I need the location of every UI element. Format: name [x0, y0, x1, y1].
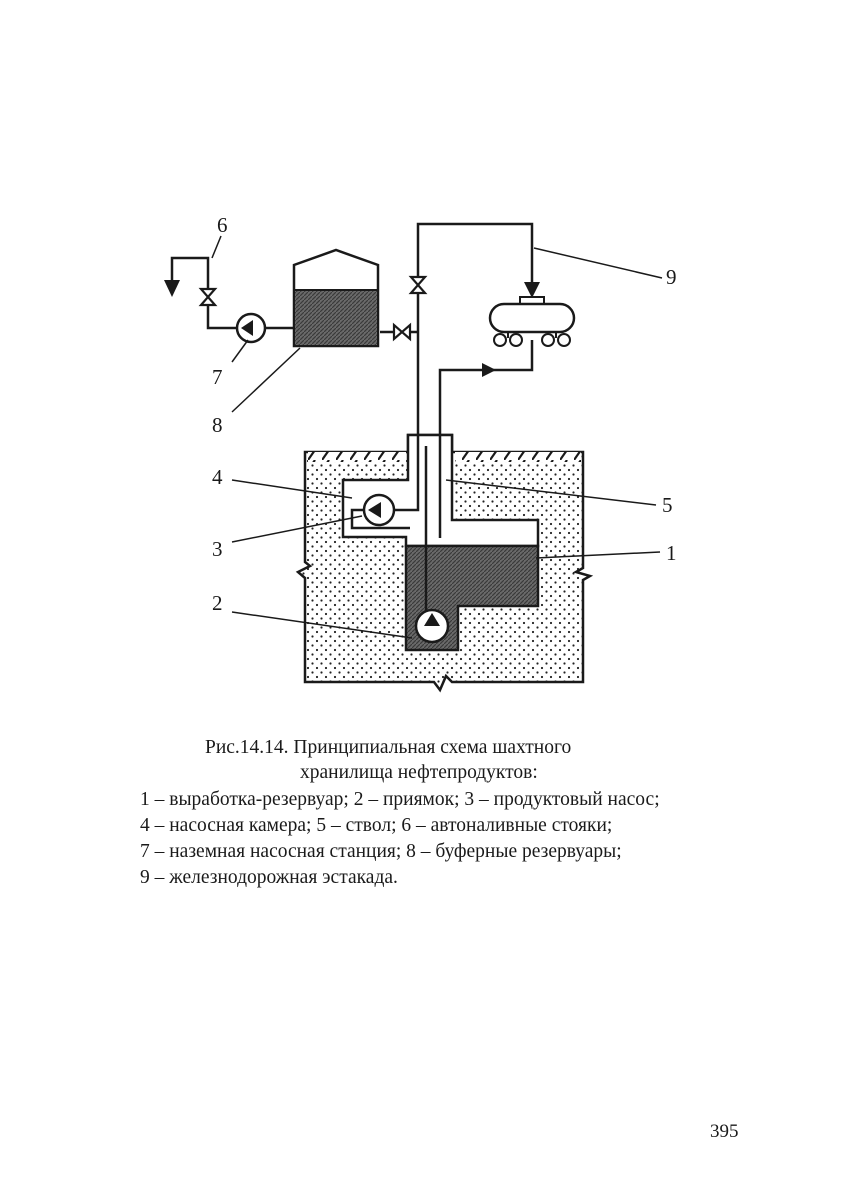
rail-tank-car	[490, 297, 574, 346]
product-pump	[364, 495, 394, 525]
flow-arrow-return	[482, 363, 496, 377]
label-3: 3	[212, 537, 223, 561]
ground-surface-left	[308, 452, 406, 462]
label-4: 4	[212, 465, 223, 489]
caption-legend-line-4: 9 – железнодорожная эстакада.	[140, 866, 398, 890]
label-7: 7	[212, 365, 223, 389]
label-5: 5	[662, 493, 673, 517]
label-9: 9	[666, 265, 677, 289]
valve-buffer-tank	[394, 325, 410, 339]
ground-surface-right	[455, 452, 581, 462]
label-1: 1	[666, 541, 677, 565]
label-8: 8	[212, 413, 223, 437]
caption-legend-line-2: 4 – насосная камера; 5 – ствол; 6 – авто…	[140, 814, 612, 838]
buffer-tank	[294, 250, 378, 346]
caption-legend-line-1: 1 – выработка-резервуар; 2 – приямок; 3 …	[140, 788, 660, 812]
label-2: 2	[212, 591, 223, 615]
label-6: 6	[217, 213, 228, 237]
sump-pump	[416, 610, 448, 642]
flow-arrow-filling	[164, 280, 180, 297]
surface-pump-station	[237, 314, 265, 342]
caption-title-line-2: хранилища нефтепродуктов:	[300, 761, 538, 785]
valve-filling-rack	[201, 289, 215, 305]
caption-legend-line-3: 7 – наземная насосная станция; 8 – буфер…	[140, 840, 622, 864]
flow-arrow-down-trestle	[524, 282, 540, 298]
page-number: 395	[710, 1121, 739, 1143]
valve-shaft-line	[411, 277, 425, 293]
caption-title-line-1: Рис.14.14. Принципиальная схема шахтного	[205, 736, 571, 760]
